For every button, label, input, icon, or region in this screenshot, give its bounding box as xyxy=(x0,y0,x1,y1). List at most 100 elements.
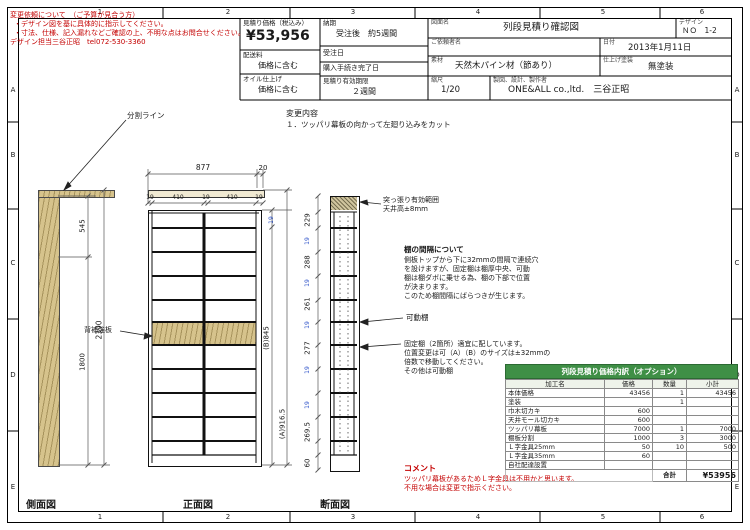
dim-side-545: 545 xyxy=(78,219,87,233)
spacing-note-line-4: が決まります。 xyxy=(404,283,453,291)
row-name: Ｌ字金具35mm xyxy=(505,451,605,461)
dim-sec-19e: 19 xyxy=(304,401,311,409)
dim-sec-261: 261 xyxy=(303,297,312,311)
spacing-note-title: 棚の間隔について xyxy=(404,245,464,254)
design-no-value: ＮＯ 1-2 xyxy=(682,26,717,35)
title-block-lines xyxy=(239,18,732,101)
row-qty: 3 xyxy=(652,433,687,443)
row-name: 塗装 xyxy=(505,397,605,407)
row-qty: 10 xyxy=(652,442,687,452)
grid-row-c-left: C xyxy=(10,259,16,267)
border-ticks xyxy=(7,7,743,523)
spacing-note-line-5: このため棚間隔にばらつきが生じます。 xyxy=(404,292,530,300)
grid-col-3-top: 3 xyxy=(350,8,356,16)
dimension-lines xyxy=(58,169,319,470)
delivery-label: 納期 xyxy=(323,19,336,27)
dim-sec-19a: 19 xyxy=(304,237,311,245)
tsuppari-note-line-1: 突っ張り有効範囲 xyxy=(383,196,439,204)
dim-877: 877 xyxy=(195,163,211,172)
oil-finish-label: オイル仕上げ xyxy=(243,75,282,83)
outer-border xyxy=(7,7,743,523)
estimate-price-label: 見積り価格（税込み） xyxy=(243,19,308,27)
row-subtotal xyxy=(686,415,739,425)
request-note-line-3: ・寸法、仕様、記入漏れなどご確認の上、不明な点はお問合せください。 xyxy=(14,29,245,37)
row-name: 巾木切カキ xyxy=(505,406,605,416)
request-note-line-4: デザイン担当三谷正昭 tel072-530-3360 xyxy=(10,38,146,46)
col-header-name: 加工名 xyxy=(505,379,605,389)
inner-border xyxy=(18,18,732,512)
dim-sec-19b: 19 xyxy=(304,279,311,287)
row-subtotal: 500 xyxy=(686,442,739,452)
grid-col-6-top: 6 xyxy=(699,8,705,16)
drawing-name-value: 列段見積り確認図 xyxy=(503,22,580,33)
grid-row-a-left: A xyxy=(10,86,16,94)
grid-row-b-right: B xyxy=(734,151,740,159)
row-qty xyxy=(652,460,687,470)
spacing-note-line-2: を設けますが、固定棚は棚厚中央、可動 xyxy=(404,265,530,273)
grid-col-6-bottom: 6 xyxy=(699,513,705,521)
row-qty xyxy=(652,415,687,425)
dim-b-845: (B)845 xyxy=(262,326,271,350)
grid-row-b-left: B xyxy=(10,151,16,159)
fixed-shelf-note-line-3: 倍数で移動してください。 xyxy=(404,358,488,366)
validity-value: ２週間 xyxy=(352,87,376,96)
section-view-outline xyxy=(330,196,360,472)
client-label: ご依頼者名 xyxy=(431,39,462,46)
change-note-item: １．ツッパリ幕板の向かって左廻り込みをカット xyxy=(286,120,451,129)
side-view-caption: 側面図 xyxy=(26,500,56,511)
material-label: 素材 xyxy=(431,57,444,64)
grid-col-3-bottom: 3 xyxy=(350,513,356,521)
dim-sec-229: 229 xyxy=(303,213,312,227)
grid-row-e-left: E xyxy=(10,483,16,491)
front-view-outline xyxy=(148,210,262,467)
back-board-label: 背補強板 xyxy=(84,326,112,334)
side-top-board xyxy=(38,190,115,198)
side-panel-profile xyxy=(38,196,60,467)
dim-19-2: 19 xyxy=(202,194,210,201)
request-note-line-2: ・デザイン図を基に具体的に指示してください。 xyxy=(14,20,168,28)
row-name: 天井モール切カキ xyxy=(505,415,605,425)
row-name: ツッパリ幕板 xyxy=(505,424,605,434)
dim-19-3: 19 xyxy=(255,194,263,201)
row-qty xyxy=(652,406,687,416)
delivery-value: 受注後 約5週間 xyxy=(336,29,398,38)
dim-front-right-19: 19 xyxy=(268,216,275,224)
front-view-caption: 正面図 xyxy=(183,500,213,511)
material-value: 天然木パイン材（節あり） xyxy=(455,61,558,71)
change-note-title: 変更内容 xyxy=(286,109,318,118)
price-table-title: 列段見積り価格内訳（オプション） xyxy=(505,364,738,379)
design-label: デザイン xyxy=(679,19,704,26)
structure-lines xyxy=(149,210,357,463)
row-price: 50 xyxy=(604,442,653,452)
dim-410-2: 410 xyxy=(226,194,238,201)
dim-a-916: (A)916.5 xyxy=(278,408,287,440)
row-subtotal xyxy=(686,397,739,407)
grid-row-e-right: E xyxy=(734,483,740,491)
dim-side-1800: 1800 xyxy=(78,353,87,371)
price-table-total-row: 合計 ¥53956 xyxy=(505,469,739,482)
grid-row-a-right: A xyxy=(734,86,740,94)
grid-col-4-top: 4 xyxy=(475,8,481,16)
row-qty: 1 xyxy=(652,424,687,434)
row-price: 1000 xyxy=(604,433,653,443)
table-row: 塗装 1 xyxy=(505,397,739,407)
row-subtotal: 43456 xyxy=(686,388,739,398)
row-subtotal: 3000 xyxy=(686,433,739,443)
row-qty: 1 xyxy=(652,397,687,407)
validity-label: 見積り有効期限 xyxy=(323,77,369,85)
total-value: ¥53956 xyxy=(686,469,739,482)
col-header-subtotal: 小計 xyxy=(686,379,739,389)
finish-value: 無塗装 xyxy=(648,62,674,72)
grid-col-1-bottom: 1 xyxy=(97,513,103,521)
row-name: 棚板分割 xyxy=(505,433,605,443)
col-header-qty: 数量 xyxy=(652,379,687,389)
total-label: 合計 xyxy=(652,469,687,482)
row-name: 自社配達設置 xyxy=(505,460,605,470)
scale-value: 1/20 xyxy=(441,85,461,95)
